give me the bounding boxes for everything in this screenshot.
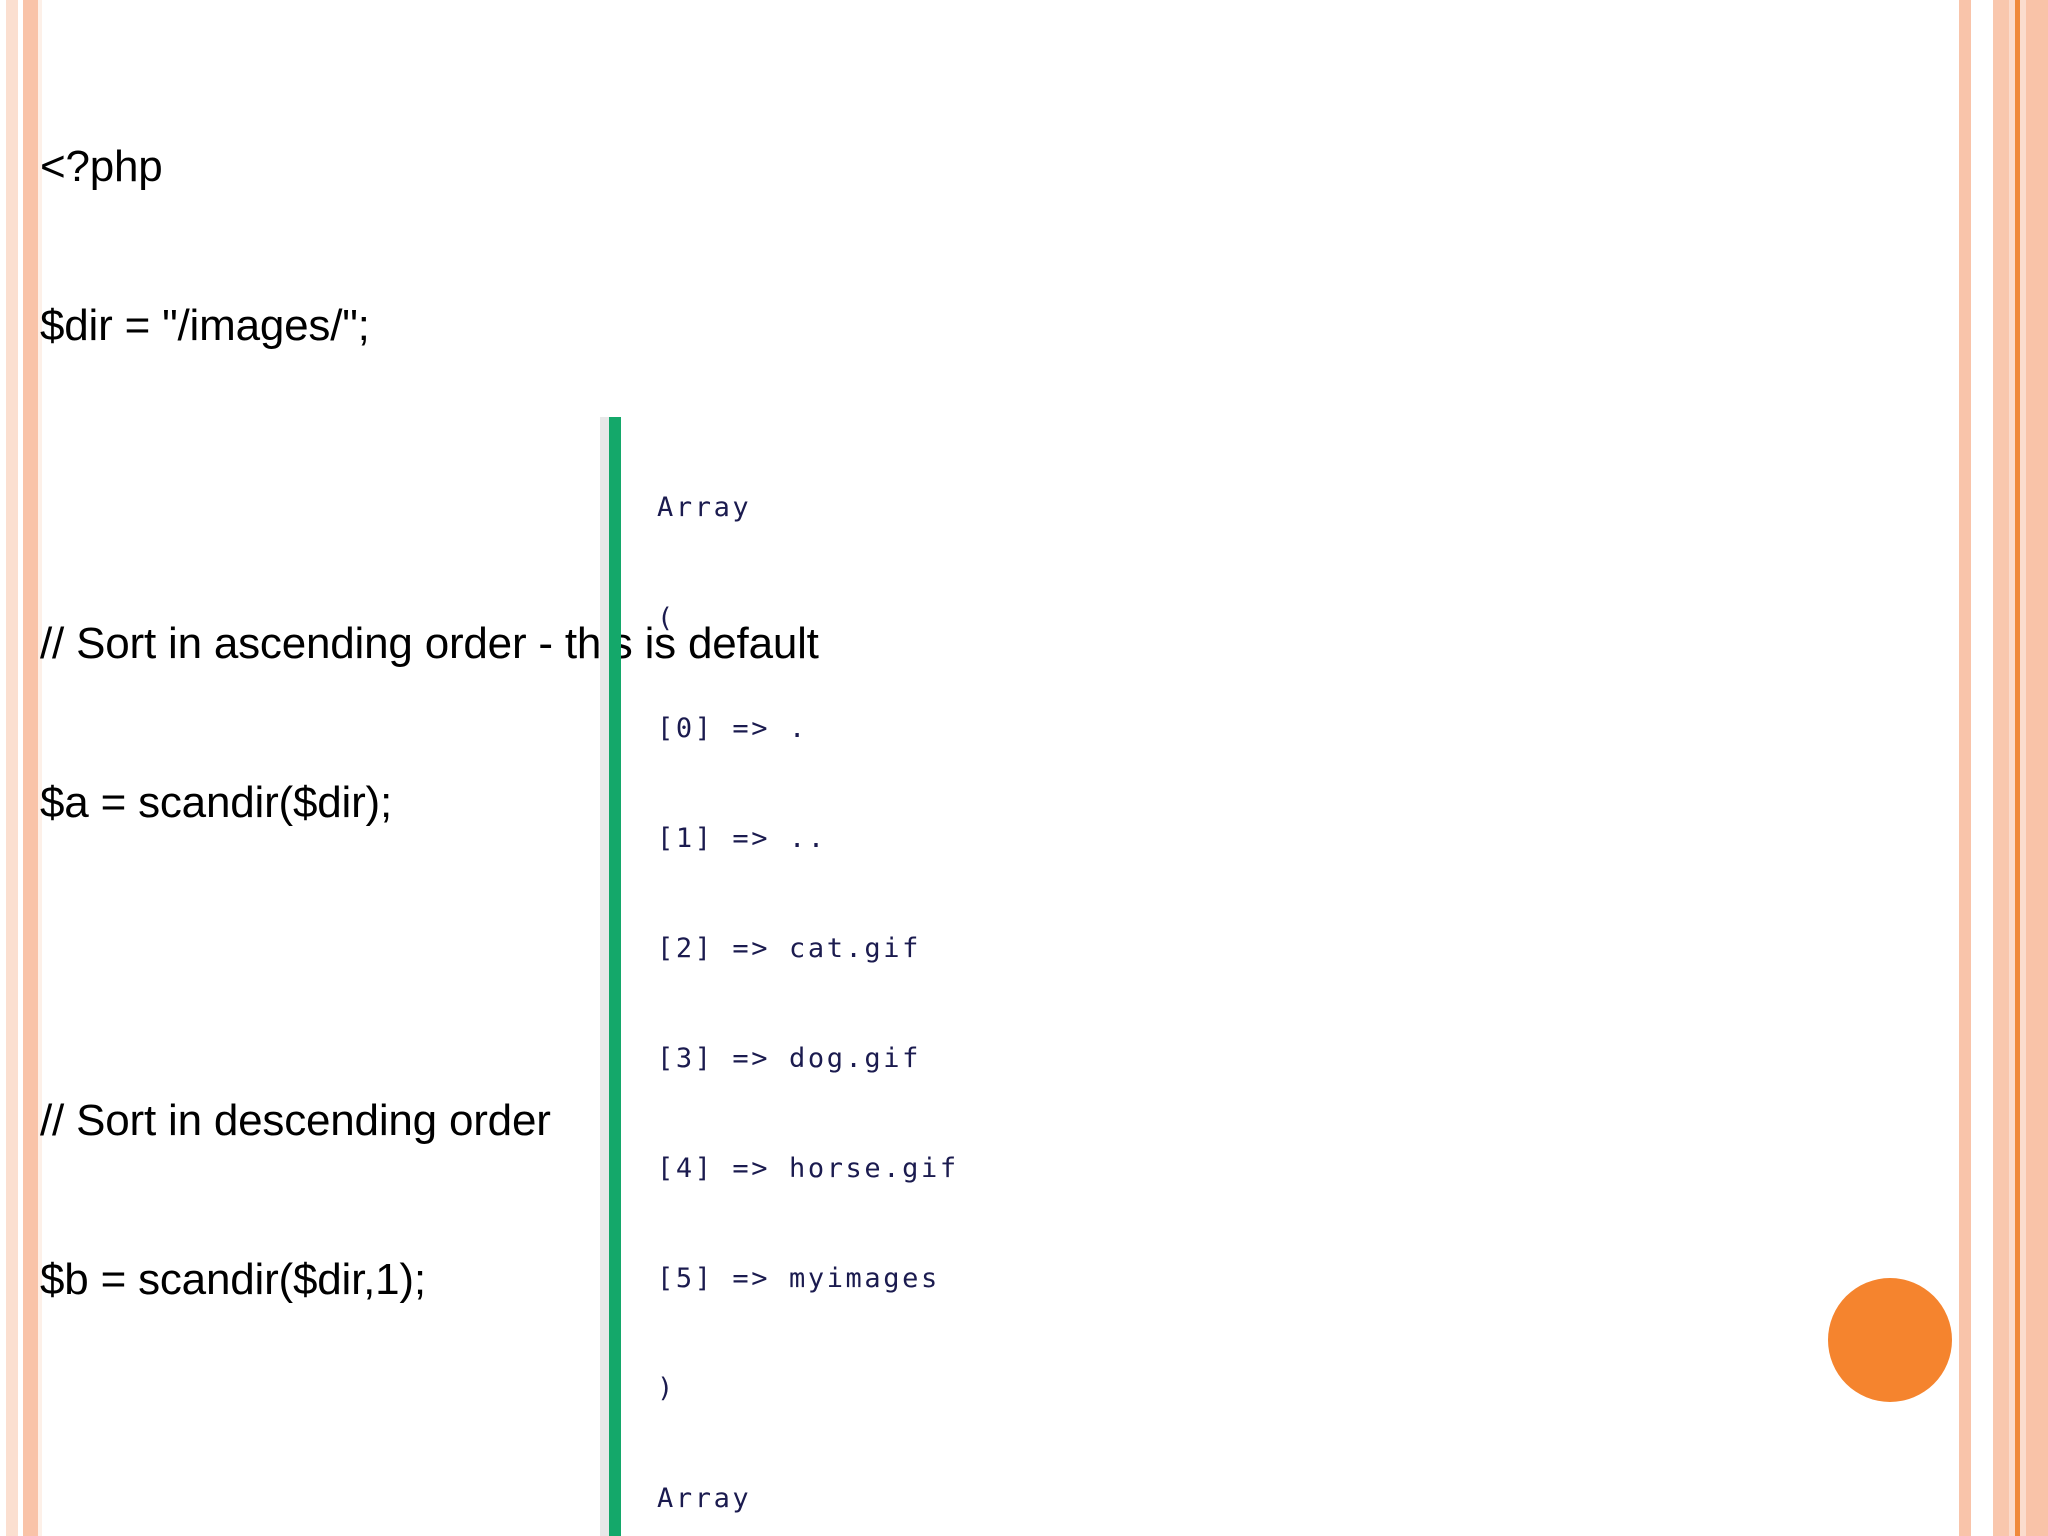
left-border-stripe-1 — [0, 0, 6, 1536]
output-console-block: Array ( [0] => . [1] => .. [2] => cat.gi… — [600, 417, 959, 1536]
right-border-stripe-7 — [2026, 0, 2048, 1536]
output-line: [5] => myimages — [657, 1263, 940, 1295]
right-border-stripe-5 — [2015, 0, 2020, 1536]
right-border-stripe-6 — [2020, 0, 2026, 1536]
code-line: $a = scandir($dir); — [40, 778, 393, 827]
left-border-stripe-5 — [38, 0, 42, 1536]
right-border-stripe-3 — [1993, 0, 2009, 1536]
left-border-stripe-2 — [6, 0, 18, 1536]
left-border-stripe-4 — [23, 0, 38, 1536]
output-line: Array — [657, 492, 752, 524]
right-border-stripe-1 — [1959, 0, 1971, 1536]
right-border-stripe-4 — [2009, 0, 2015, 1536]
left-border-stripe-3 — [18, 0, 23, 1536]
output-line: ) — [657, 1373, 676, 1405]
output-line: [2] => cat.gif — [657, 932, 921, 964]
code-line: // Sort in descending order — [40, 1096, 551, 1145]
output-line: [0] => . — [657, 712, 808, 744]
output-line: [4] => horse.gif — [657, 1152, 959, 1184]
output-gutter-accent-bar — [609, 417, 621, 1536]
output-text-area: Array ( [0] => . [1] => .. [2] => cat.gi… — [621, 417, 959, 1536]
right-border-stripe-2 — [1971, 0, 1993, 1536]
code-line: // Sort in ascending order - this is def… — [40, 619, 819, 668]
output-gutter-shadow — [600, 417, 609, 1536]
code-line: <?php — [40, 142, 163, 191]
orange-circle-decoration — [1828, 1278, 1952, 1402]
output-line: Array — [657, 1483, 752, 1515]
output-line: ( — [657, 602, 676, 634]
output-line: [1] => .. — [657, 822, 827, 854]
php-code-block: <?php $dir = "/images/"; // Sort in asce… — [40, 34, 940, 1536]
code-line: $dir = "/images/"; — [40, 301, 370, 350]
output-line: [3] => dog.gif — [657, 1042, 921, 1074]
code-line: $b = scandir($dir,1); — [40, 1255, 426, 1304]
